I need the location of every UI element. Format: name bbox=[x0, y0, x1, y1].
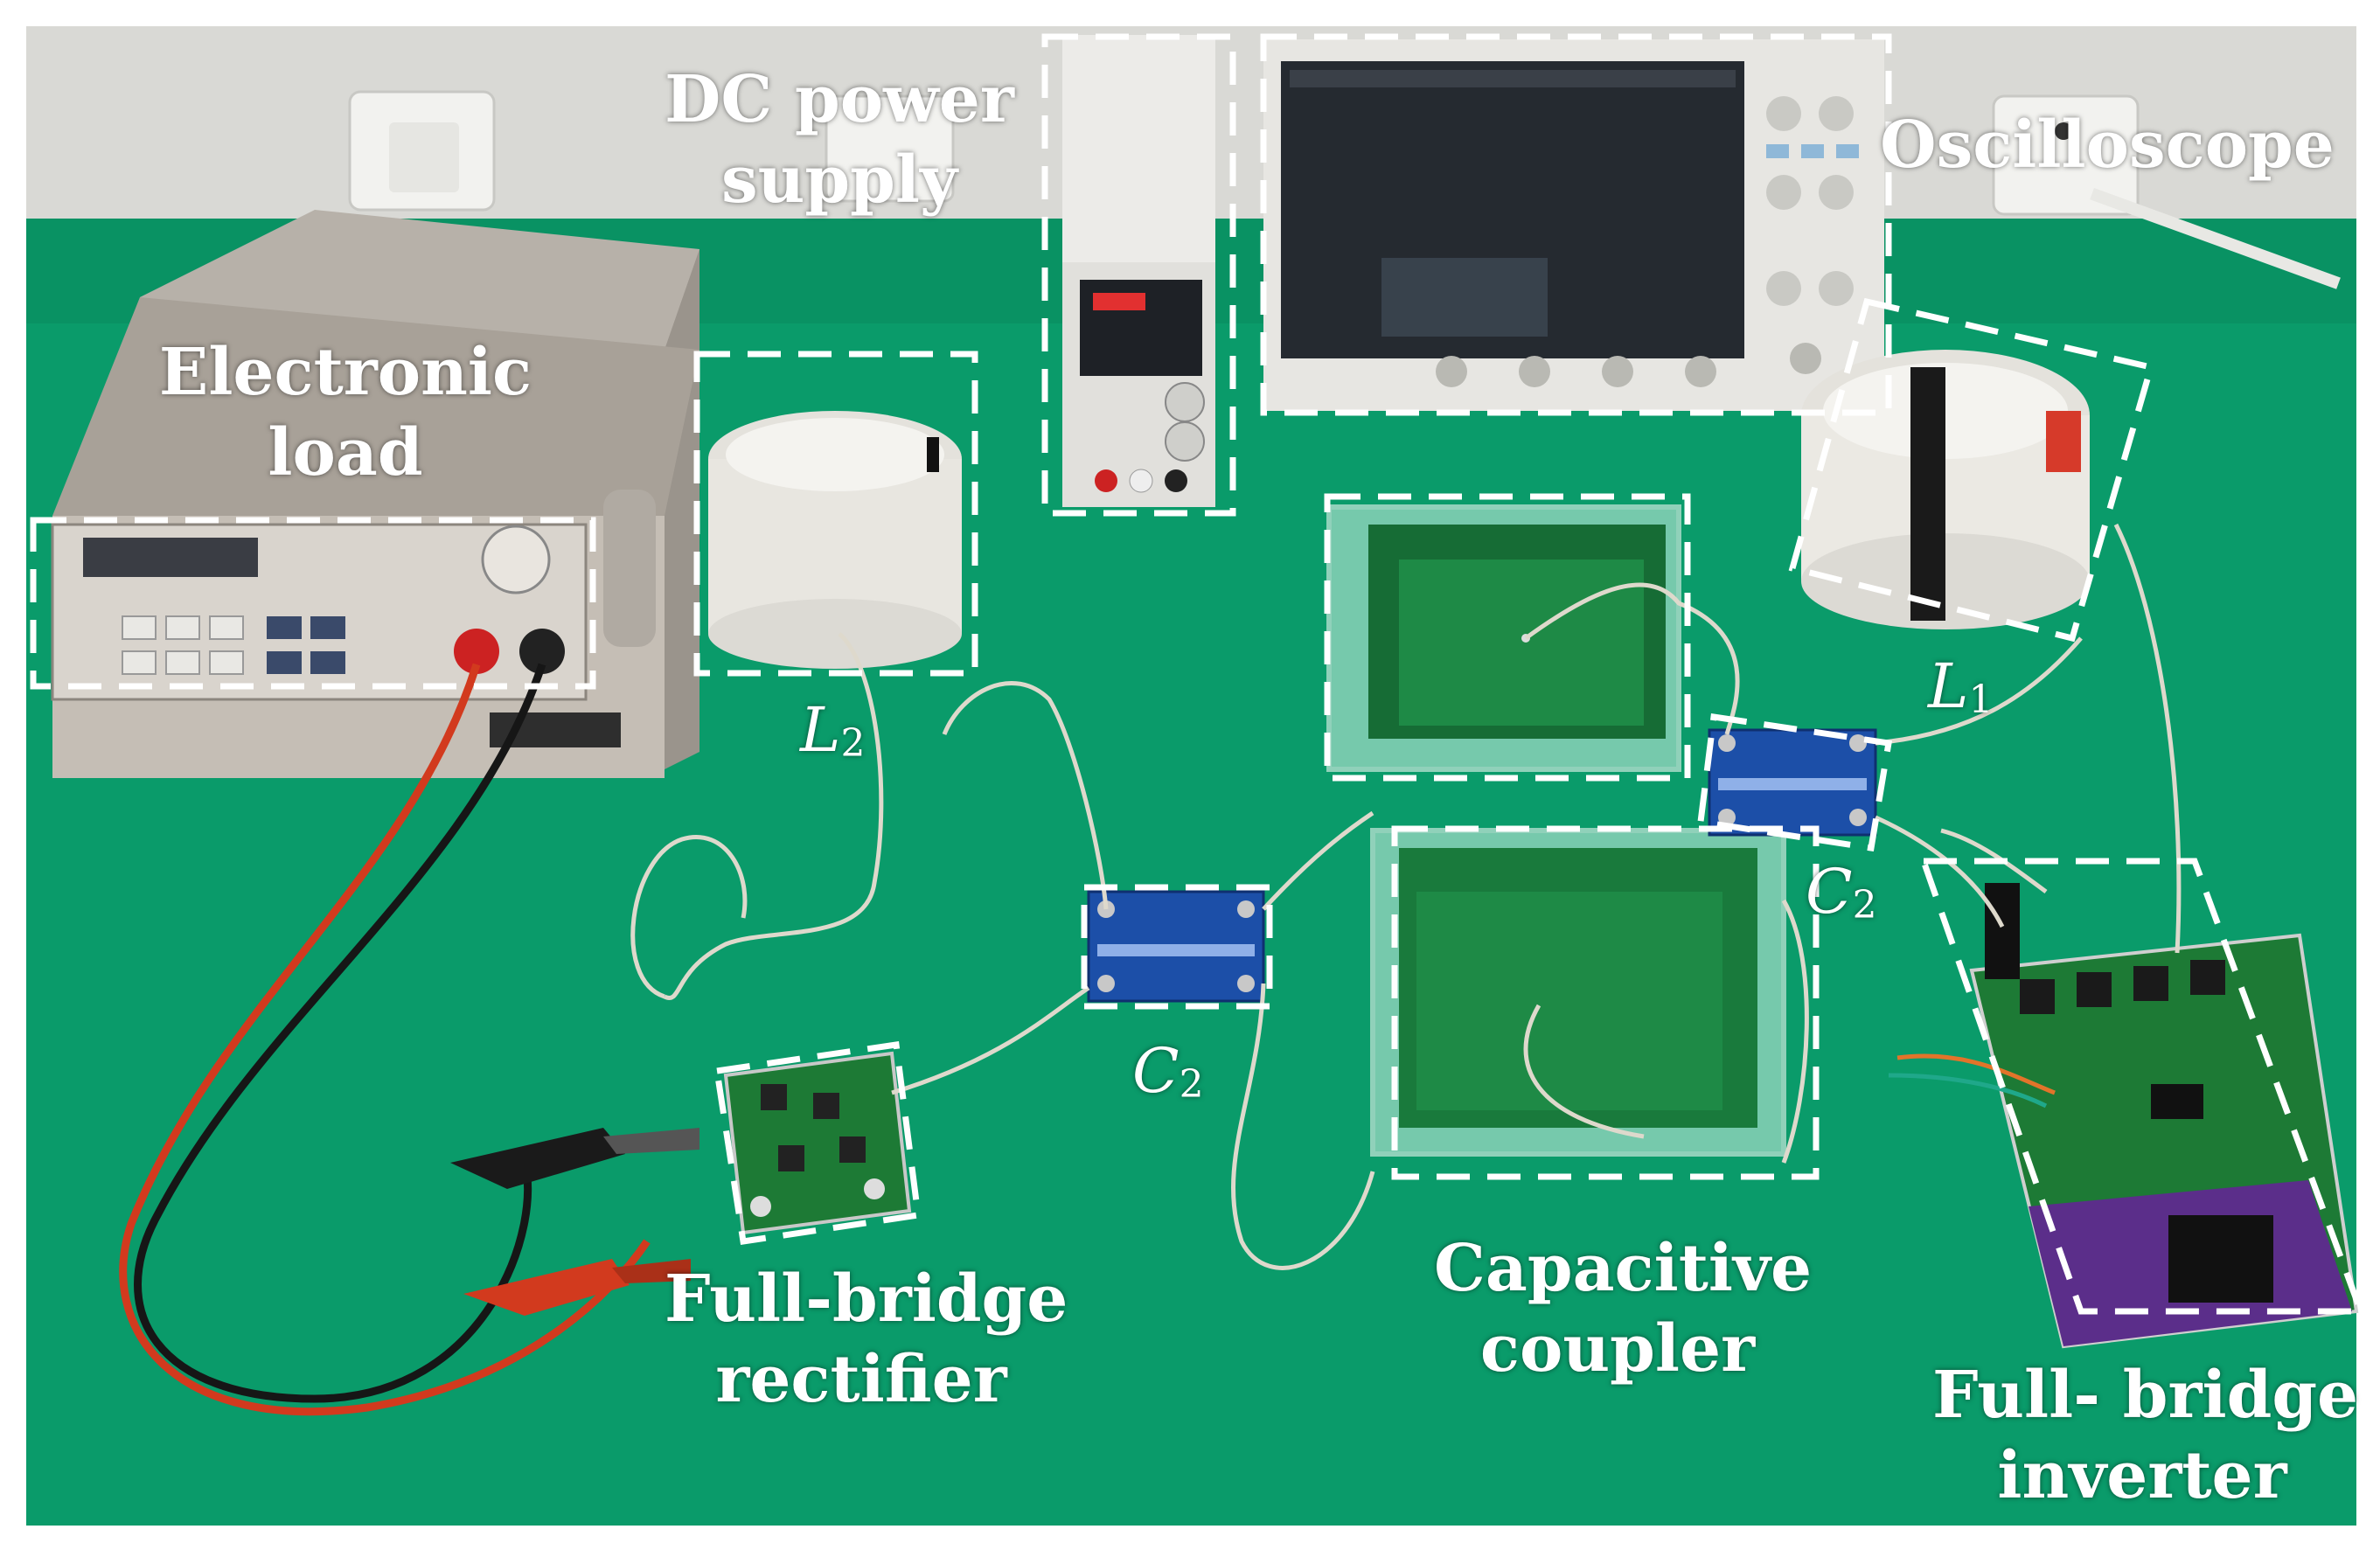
electronic-load-device bbox=[51, 210, 699, 778]
label-electronic-load: Electronic load bbox=[149, 332, 542, 493]
symbol-l2-main: L bbox=[800, 694, 841, 766]
label-full-bridge-rectifier-line1: Full-bridge bbox=[665, 1262, 1068, 1337]
box-capacitive-coupler-bottom bbox=[1391, 825, 1820, 1180]
symbol-c2-left-main: C bbox=[1132, 1035, 1180, 1107]
symbol-l1-sub: 1 bbox=[1968, 678, 1994, 722]
alligator-clip-red bbox=[463, 1259, 691, 1316]
capacitive-coupler-bottom bbox=[1370, 828, 1786, 1157]
oscilloscope-device bbox=[1263, 39, 1884, 411]
box-capacitive-coupler-top bbox=[1324, 493, 1691, 782]
dc-power-supply-device bbox=[1062, 35, 1215, 507]
capacitive-coupler-top bbox=[1326, 504, 1681, 772]
symbol-c2-left-sub: 2 bbox=[1179, 1062, 1204, 1107]
wall-socket-right bbox=[1992, 94, 2140, 216]
label-full-bridge-inverter-line1: Full- bridge bbox=[1932, 1358, 2359, 1433]
label-dc-power-supply-line1: DC power bbox=[665, 62, 1014, 137]
box-dc-power-supply bbox=[1041, 33, 1236, 517]
l1-coil bbox=[1801, 350, 2090, 629]
probe-leads bbox=[119, 663, 651, 1416]
label-capacitive-coupler-line2: coupler bbox=[1479, 1311, 1756, 1387]
box-l2-coil bbox=[693, 351, 978, 677]
symbol-c2-right-main: C bbox=[1806, 856, 1853, 928]
label-capacitive-coupler: Capacitive coupler bbox=[1434, 1228, 1813, 1389]
symbol-l2-sub: 2 bbox=[840, 721, 866, 766]
symbol-c2-right: C2 bbox=[1806, 861, 1877, 931]
label-electronic-load-line1: Electronic bbox=[158, 335, 532, 410]
interconnect-wires bbox=[630, 523, 2182, 1270]
symbol-l2: L2 bbox=[800, 699, 865, 769]
dashed-annotation-boxes bbox=[30, 33, 2366, 1315]
c2-board-right bbox=[1708, 728, 1877, 837]
wall-socket-left bbox=[348, 90, 496, 212]
label-electronic-load-line2: load bbox=[268, 415, 423, 490]
box-electronic-load bbox=[30, 517, 596, 690]
symbol-l1: L1 bbox=[1928, 656, 1993, 726]
box-c2-right bbox=[1697, 713, 1893, 851]
box-inverter bbox=[1919, 858, 2366, 1315]
box-oscilloscope bbox=[1260, 33, 1892, 416]
wall-socket-mid bbox=[825, 94, 955, 203]
power-cable bbox=[2090, 188, 2341, 289]
alligator-clip-black bbox=[450, 1128, 699, 1189]
rectifier-board bbox=[723, 1051, 912, 1235]
inverter-lead-orange bbox=[1896, 1053, 2056, 1095]
label-full-bridge-rectifier-line2: rectifier bbox=[715, 1342, 1007, 1417]
label-full-bridge-rectifier: Full-bridge rectifier bbox=[665, 1259, 1068, 1420]
label-capacitive-coupler-line1: Capacitive bbox=[1434, 1231, 1813, 1306]
c2-board-left bbox=[1087, 890, 1265, 1003]
label-full-bridge-inverter-line2: inverter bbox=[1997, 1438, 2287, 1513]
inverter-lead-green bbox=[1888, 1073, 2048, 1109]
l2-coil bbox=[708, 411, 962, 669]
symbol-l1-main: L bbox=[1928, 650, 1969, 722]
symbol-c2-right-sub: 2 bbox=[1852, 883, 1877, 928]
box-rectifier bbox=[713, 1041, 922, 1245]
label-full-bridge-inverter: Full- bridge inverter bbox=[1932, 1355, 2359, 1516]
label-dc-power-supply-line2: supply bbox=[720, 142, 958, 218]
symbol-c2-left: C2 bbox=[1132, 1040, 1204, 1110]
box-l1-coil bbox=[1788, 297, 2155, 643]
label-oscilloscope: Oscilloscope bbox=[1880, 108, 2335, 183]
label-dc-power-supply: DC power supply bbox=[665, 59, 1014, 220]
